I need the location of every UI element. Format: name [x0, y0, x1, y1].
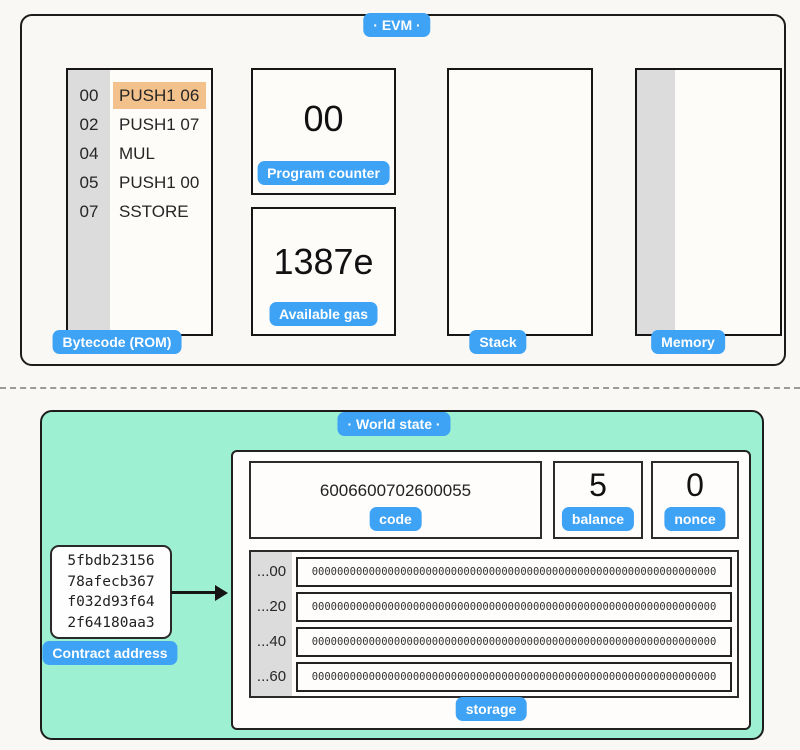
- contract-address-line: 78afecb367: [67, 573, 155, 590]
- storage-word-value: 0000000000000000000000000000000000000000…: [296, 661, 732, 692]
- bytecode-offset: 02: [79, 114, 99, 134]
- contract-address-line: 5fbdb23156: [67, 553, 155, 569]
- storage-word-value: 0000000000000000000000000000000000000000…: [296, 556, 732, 587]
- contract-address-line: f032d93f64: [67, 594, 155, 610]
- code-label: code: [369, 507, 422, 531]
- available-gas-panel: 1387e Available gas: [251, 207, 396, 336]
- program-counter-panel: 00 Program counter: [251, 68, 396, 195]
- bytecode-row: 00 PUSH1 06: [68, 81, 211, 110]
- storage-row: ...40 0000000000000000000000000000000000…: [251, 624, 737, 659]
- arrow-head-icon: [215, 584, 228, 601]
- bytecode-instruction: MUL: [119, 143, 155, 163]
- contract-address-line: 2f64180aa3: [67, 614, 155, 631]
- code-value: 6006600702600055: [319, 481, 472, 500]
- world-state-title-badge: · World state ·: [337, 412, 451, 436]
- memory-panel: [635, 68, 782, 336]
- stack-panel: [447, 68, 593, 336]
- contract-address-box: 5fbdb23156 78afecb367 f032d93f64 2f64180…: [50, 545, 172, 639]
- evm-title-badge: · EVM ·: [363, 13, 431, 37]
- storage-offset-column: [251, 552, 292, 696]
- program-counter-label: Program counter: [257, 161, 390, 185]
- bytecode-label: Bytecode (ROM): [52, 330, 182, 354]
- nonce-box: 0 nonce: [651, 461, 739, 539]
- bytecode-offset-column: [68, 70, 110, 334]
- storage-offset: ...40: [256, 633, 287, 650]
- storage-label: storage: [455, 697, 527, 721]
- memory-label: Memory: [651, 330, 725, 354]
- bytecode-row: 05 PUSH1 00: [68, 168, 211, 197]
- storage-offset: ...20: [256, 598, 287, 615]
- bytecode-offset: 04: [79, 143, 99, 163]
- bytecode-row: 02 PUSH1 07: [68, 110, 211, 139]
- balance-label: balance: [561, 507, 635, 531]
- nonce-value: 0: [686, 467, 704, 503]
- contract-address-label: Contract address: [42, 641, 178, 665]
- code-box: 6006600702600055 code: [249, 461, 542, 539]
- bytecode-instruction: PUSH1 00: [119, 172, 200, 192]
- bytecode-instruction-current: PUSH1 06: [113, 82, 206, 109]
- bytecode-instruction: SSTORE: [119, 201, 189, 221]
- bytecode-offset: 00: [79, 85, 99, 105]
- storage-table: ...00 0000000000000000000000000000000000…: [249, 550, 739, 698]
- bytecode-offset: 07: [79, 201, 99, 221]
- memory-offset-column: [637, 70, 675, 334]
- nonce-label: nonce: [664, 507, 726, 531]
- bytecode-instruction: PUSH1 07: [119, 114, 200, 134]
- storage-word-value: 0000000000000000000000000000000000000000…: [296, 626, 732, 657]
- account-panel: 6006600702600055 code 5 balance 0 nonce …: [231, 450, 751, 730]
- storage-offset: ...00: [256, 563, 287, 580]
- storage-row: ...60 0000000000000000000000000000000000…: [251, 659, 737, 694]
- available-gas-label: Available gas: [269, 302, 378, 326]
- evm-machine-container: 00 PUSH1 06 02 PUSH1 07 04 MUL 05 PUSH1 …: [20, 14, 786, 366]
- bytecode-row: 07 SSTORE: [68, 197, 211, 226]
- bytecode-panel: 00 PUSH1 06 02 PUSH1 07 04 MUL 05 PUSH1 …: [66, 68, 213, 336]
- storage-rows: ...00 0000000000000000000000000000000000…: [251, 552, 737, 694]
- balance-value: 5: [589, 467, 607, 503]
- available-gas-value: 1387e: [273, 241, 374, 282]
- arrow-line: [171, 591, 217, 594]
- bytecode-row: 04 MUL: [68, 139, 211, 168]
- program-counter-value: 00: [303, 98, 344, 139]
- balance-box: 5 balance: [553, 461, 643, 539]
- storage-word-value: 0000000000000000000000000000000000000000…: [296, 591, 732, 622]
- bytecode-offset: 05: [79, 172, 99, 192]
- section-divider: [0, 387, 800, 389]
- stack-label: Stack: [469, 330, 527, 354]
- storage-row: ...20 0000000000000000000000000000000000…: [251, 589, 737, 624]
- storage-row: ...00 0000000000000000000000000000000000…: [251, 554, 737, 589]
- bytecode-rows: 00 PUSH1 06 02 PUSH1 07 04 MUL 05 PUSH1 …: [68, 70, 211, 226]
- storage-offset: ...60: [256, 668, 287, 685]
